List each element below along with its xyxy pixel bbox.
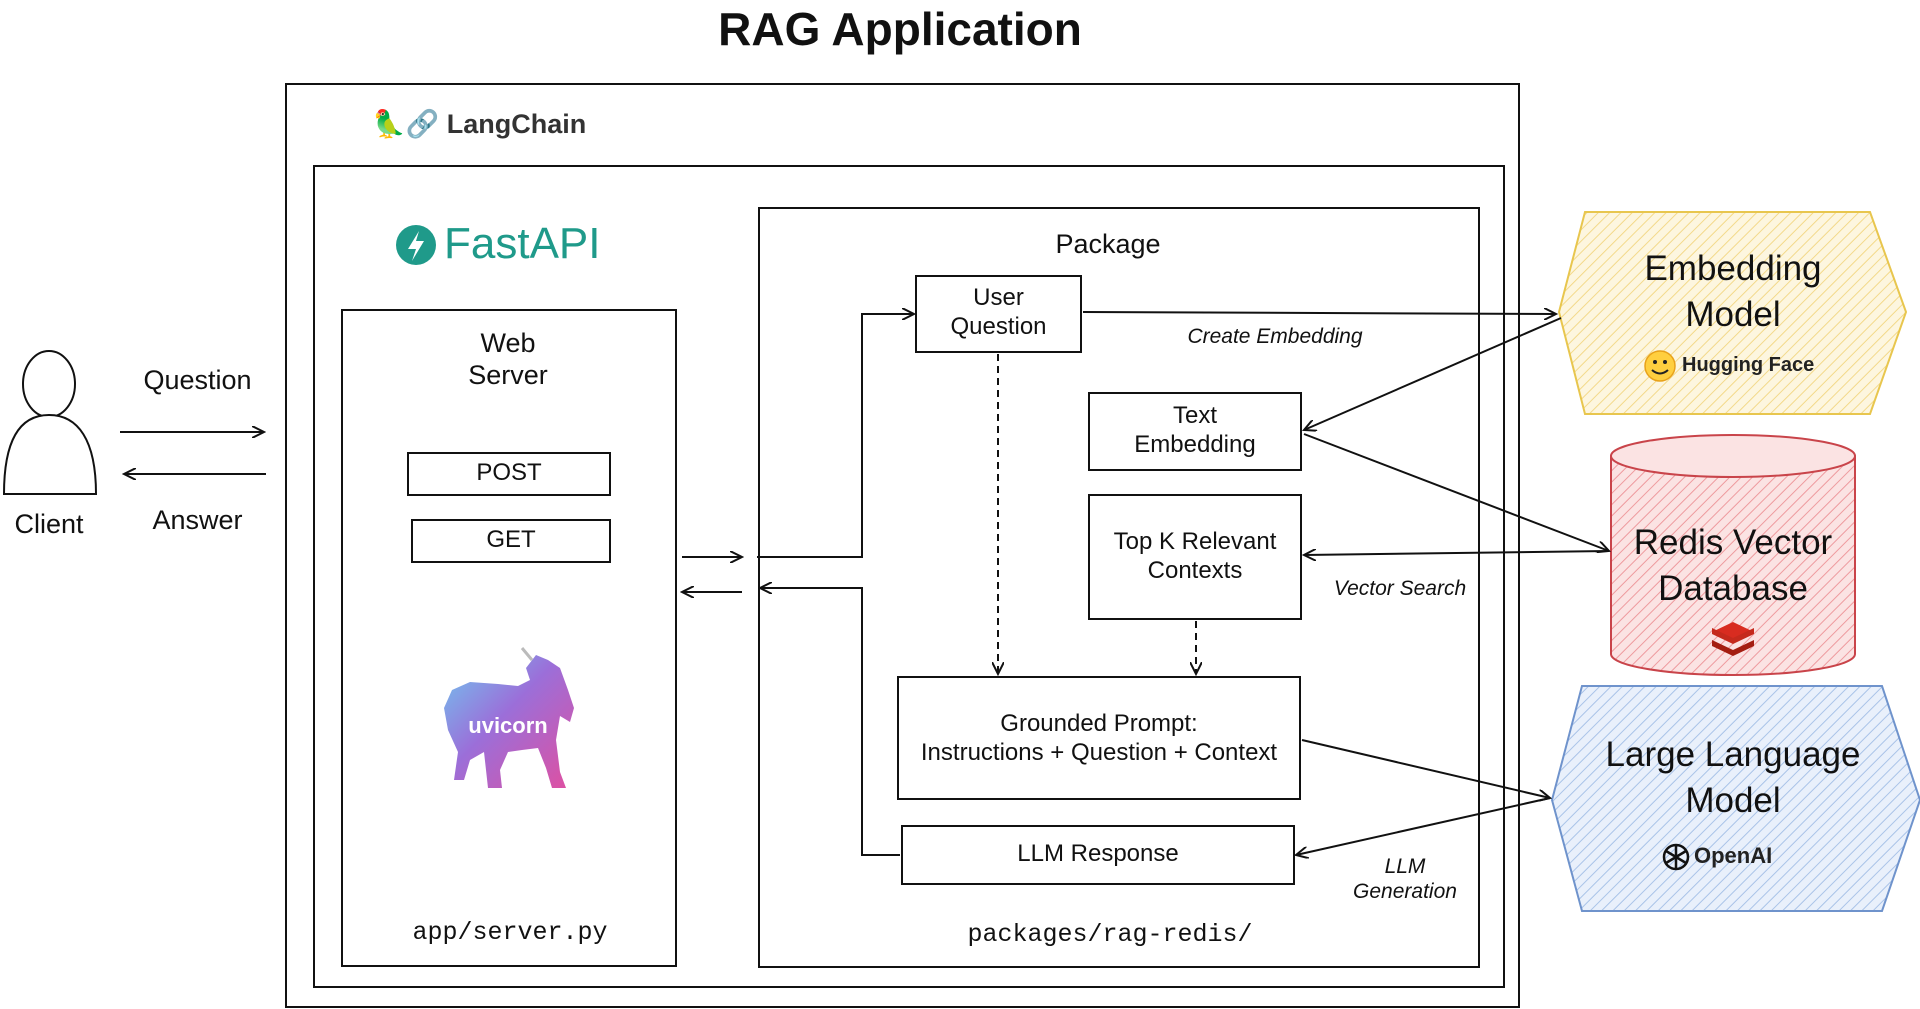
langchain-label: 🦜🔗 LangChain xyxy=(372,108,662,140)
prompt-to-llm-arrow xyxy=(1301,739,1550,798)
redis-title-line: Redis Vector xyxy=(1633,523,1833,562)
package-path: packages/rag-redis/ xyxy=(967,920,1253,949)
web-server-title-line: Server xyxy=(468,360,548,391)
redis-database-cylinder xyxy=(1610,434,1856,676)
text-embedding-line: Embedding xyxy=(1134,430,1256,458)
redis-icon xyxy=(1712,622,1754,656)
llm-title-line: Model xyxy=(1685,780,1781,820)
openai-icon xyxy=(1662,843,1690,871)
to-user-question-arrow xyxy=(757,314,914,558)
client-icon xyxy=(2,350,98,495)
post-button[interactable] xyxy=(407,452,611,496)
grounded-prompt-line: Grounded Prompt: xyxy=(1000,710,1198,737)
grounded-prompt-box xyxy=(897,676,1301,800)
top-k-box xyxy=(1088,494,1302,620)
user-question-line: Question xyxy=(950,312,1047,340)
llm-title-line: Large Language xyxy=(1605,735,1861,774)
hugging-face-label: Hugging Face xyxy=(1682,354,1815,376)
get-label: GET xyxy=(486,526,536,553)
server-path: app/server.py xyxy=(412,918,608,947)
parrot-icon: 🦜 xyxy=(372,109,406,139)
embedding-model-line: Embedding xyxy=(1644,249,1822,288)
question-label: Question xyxy=(143,365,252,395)
top-k-label: Top K Relevant Contexts xyxy=(1089,528,1301,586)
uvicorn-logo xyxy=(444,647,574,788)
llm-title: Large Language Model xyxy=(1560,732,1906,823)
llm-response-return-arrow xyxy=(760,588,900,856)
top-k-line: Contexts xyxy=(1147,556,1243,584)
package-title: Package xyxy=(1055,229,1161,259)
vector-search-arrow xyxy=(1304,551,1610,555)
embedding-model-title: Embedding Model xyxy=(1560,246,1906,337)
openai-label: OpenAI xyxy=(1694,843,1773,868)
post-label: POST xyxy=(476,459,542,486)
user-question-label: User Question xyxy=(916,284,1081,342)
user-question-line: User xyxy=(973,284,1024,311)
hugging-face-icon xyxy=(1644,350,1676,382)
text-embedding-label: Text Embedding xyxy=(1089,402,1301,460)
redis-title: Redis Vector Database xyxy=(1611,520,1855,611)
top-k-line: Top K Relevant xyxy=(1113,528,1277,555)
text-embedding-line: Text xyxy=(1172,402,1217,429)
fastapi-icon xyxy=(396,225,436,265)
redis-title-line: Database xyxy=(1658,568,1808,608)
uvicorn-label: uvicorn xyxy=(468,713,548,738)
diagram-title: RAG Application xyxy=(718,3,1082,55)
vector-search-label: Vector Search xyxy=(1333,577,1467,600)
llm-generation-line: LLM xyxy=(1384,855,1426,878)
web-server-title: Web Server xyxy=(430,327,586,392)
llm-response-box xyxy=(901,825,1295,885)
llm-response-label: LLM Response xyxy=(1017,840,1179,867)
embedding-model-line: Model xyxy=(1685,294,1781,334)
llm-generation-line: Generation xyxy=(1353,880,1457,904)
web-server-title-line: Web xyxy=(480,328,536,358)
web-server-box xyxy=(341,309,677,967)
answer-label: Answer xyxy=(152,505,243,535)
langchain-frame xyxy=(285,83,1520,1008)
user-question-box xyxy=(915,275,1082,353)
langchain-text: LangChain xyxy=(446,109,587,139)
text-to-redis-arrow xyxy=(1303,433,1609,551)
get-button[interactable] xyxy=(411,519,611,563)
text-embedding-box xyxy=(1088,392,1302,471)
link-icon: 🔗 xyxy=(405,109,440,139)
llm-generation-label: LLM Generation xyxy=(1340,854,1470,904)
client-label: Client xyxy=(14,509,84,539)
create-embedding-label: Create Embedding xyxy=(1187,325,1363,348)
llm-to-response-arrow xyxy=(1296,797,1551,855)
fastapi-label: FastAPI xyxy=(444,219,601,268)
fastapi-frame xyxy=(313,165,1505,988)
create-embedding-arrow xyxy=(1082,312,1556,314)
grounded-prompt-label: Grounded Prompt: Instructions + Question… xyxy=(898,710,1300,768)
grounded-prompt-line: Instructions + Question + Context xyxy=(920,738,1278,766)
embedding-to-text-arrow xyxy=(1304,317,1562,430)
